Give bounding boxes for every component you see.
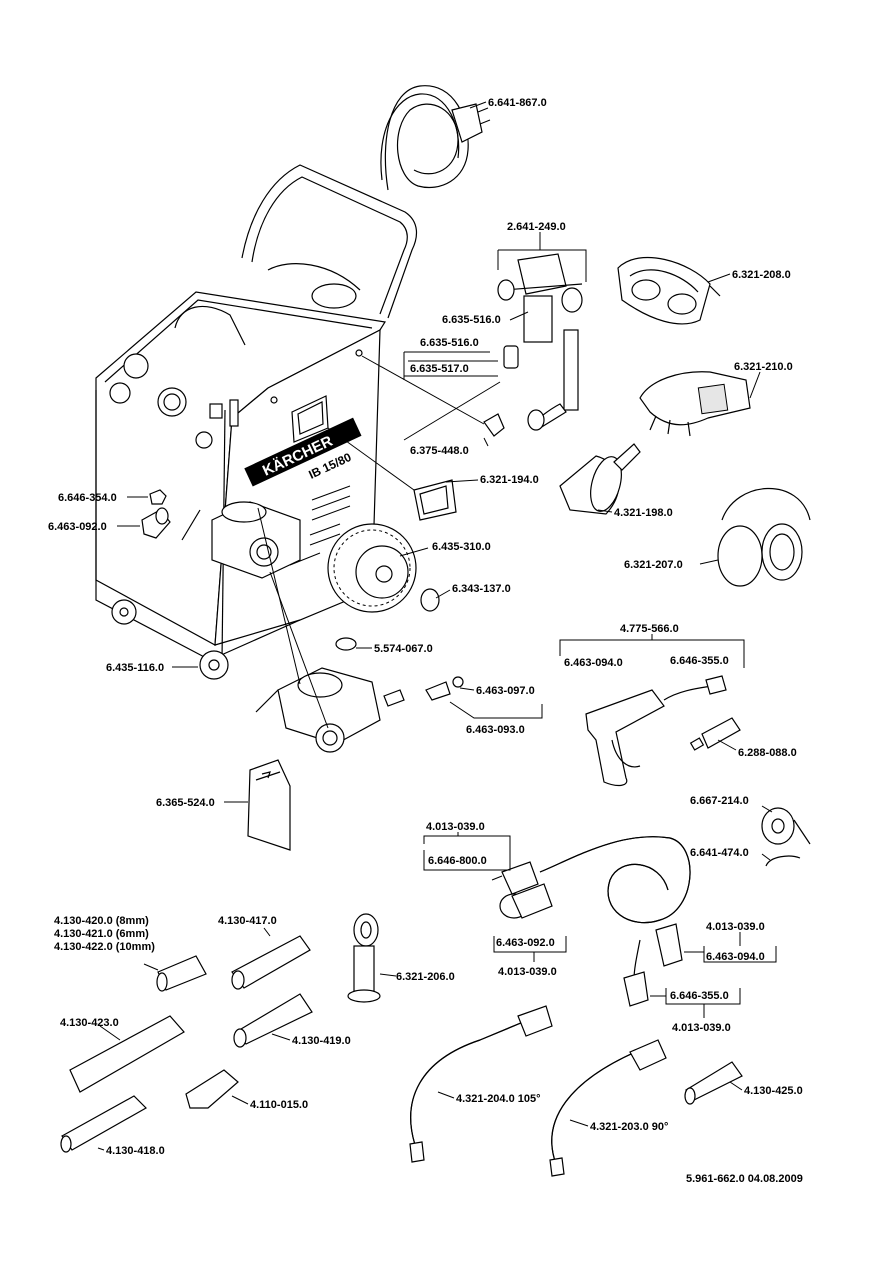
- label-handle: 6.321-206.0: [396, 971, 455, 983]
- cap-part: [420, 588, 440, 612]
- label-nozzle-6mm: 4.130-421.0 (6mm): [54, 928, 149, 940]
- label-lance-90: 4.321-203.0 90°: [590, 1121, 668, 1133]
- small-nut: [149, 489, 167, 505]
- label-gloves: 6.321-210.0: [734, 361, 793, 373]
- ear-muffs-part: [717, 487, 811, 587]
- pump-assembly: [255, 507, 464, 753]
- label-power-cable: 6.641-867.0: [488, 97, 547, 109]
- label-nozzle-418: 4.130-418.0: [106, 1145, 165, 1157]
- label-small-nut: 6.646-354.0: [58, 492, 117, 504]
- label-cap: 6.343-137.0: [452, 583, 511, 595]
- label-scoop: 4.321-198.0: [614, 507, 673, 519]
- leader-lines: [97, 101, 777, 1151]
- label-filter-c: 6.635-517.0: [410, 363, 469, 375]
- sign-part: [327, 427, 457, 521]
- footer-document-number: 5.961-662.0 04.08.2009: [686, 1173, 803, 1185]
- label-hose-part-a: 6.646-800.0: [428, 855, 487, 867]
- bag-part: [247, 759, 291, 851]
- label-hose-part-b: 6.463-092.0: [496, 937, 555, 949]
- label-tape: 6.667-214.0: [690, 795, 749, 807]
- filter-assembly-part: [361, 253, 583, 441]
- label-hose-set-e: 4.013-039.0: [672, 1022, 731, 1034]
- label-gasket: 5.574-067.0: [374, 643, 433, 655]
- label-wheel: 6.435-310.0: [432, 541, 491, 553]
- pin-part: [765, 855, 801, 867]
- label-hose-set: 4.013-039.0: [426, 821, 485, 833]
- label-fitting-b: 6.463-093.0: [466, 724, 525, 736]
- label-bag: 6.365-524.0: [156, 797, 215, 809]
- label-pin: 6.641-474.0: [690, 847, 749, 859]
- part-labels: 6.641-867.0 2.641-249.0 6.321-208.0 6.63…: [48, 97, 803, 1185]
- gloves-part: [639, 371, 751, 437]
- label-hose-part-d: 6.646-355.0: [670, 990, 729, 1002]
- power-cable-part: [380, 85, 491, 191]
- hose-part: [499, 836, 691, 1007]
- label-hose-set-c: 4.013-039.0: [706, 921, 765, 933]
- label-flat-nozzle: 4.130-423.0: [60, 1017, 119, 1029]
- label-adapter: 4.110-015.0: [250, 1099, 308, 1111]
- nozzle-parts: [60, 935, 743, 1153]
- label-caster: 6.435-116.0: [106, 662, 164, 674]
- label-filter-a: 6.635-516.0: [442, 314, 501, 326]
- label-nozzle-10mm: 4.130-422.0 (10mm): [54, 941, 155, 953]
- label-nozzle-417: 4.130-417.0: [218, 915, 277, 927]
- label-sign: 6.321-194.0: [480, 474, 539, 486]
- label-filter-b: 6.635-516.0: [420, 337, 479, 349]
- label-gun-part-a: 6.463-094.0: [564, 657, 623, 669]
- label-nozzle-419: 4.130-419.0: [292, 1035, 351, 1047]
- label-filter-assembly: 2.641-249.0: [507, 221, 566, 233]
- grease-part: [689, 717, 741, 751]
- label-hose-part-c: 6.463-094.0: [706, 951, 765, 963]
- label-gun-part-b: 6.646-355.0: [670, 655, 729, 667]
- goggles-part: [617, 256, 721, 325]
- machine-drawing: KÄRCHER IB 15/80: [95, 164, 417, 680]
- label-fitting-a: 6.463-097.0: [476, 685, 535, 697]
- label-hose-set-b: 4.013-039.0: [498, 966, 557, 978]
- label-nozzle-8mm: 4.130-420.0 (8mm): [54, 915, 149, 927]
- handle-part: [347, 913, 381, 1003]
- lance-parts: [409, 1005, 667, 1177]
- spray-gun-part: [585, 675, 727, 787]
- label-lance-105: 4.321-204.0 105°: [456, 1093, 541, 1105]
- label-coupling-nut: 6.375-448.0: [410, 445, 469, 457]
- label-nozzle-425: 4.130-425.0: [744, 1085, 803, 1097]
- coupling-part: [141, 507, 171, 539]
- label-gun-set: 4.775-566.0: [620, 623, 679, 635]
- label-goggles: 6.321-208.0: [732, 269, 791, 281]
- label-grease: 6.288-088.0: [738, 747, 797, 759]
- scoop-part: [559, 443, 641, 515]
- label-ear-muffs: 6.321-207.0: [624, 559, 683, 571]
- label-coupling: 6.463-092.0: [48, 521, 107, 533]
- tape-part: [761, 807, 811, 845]
